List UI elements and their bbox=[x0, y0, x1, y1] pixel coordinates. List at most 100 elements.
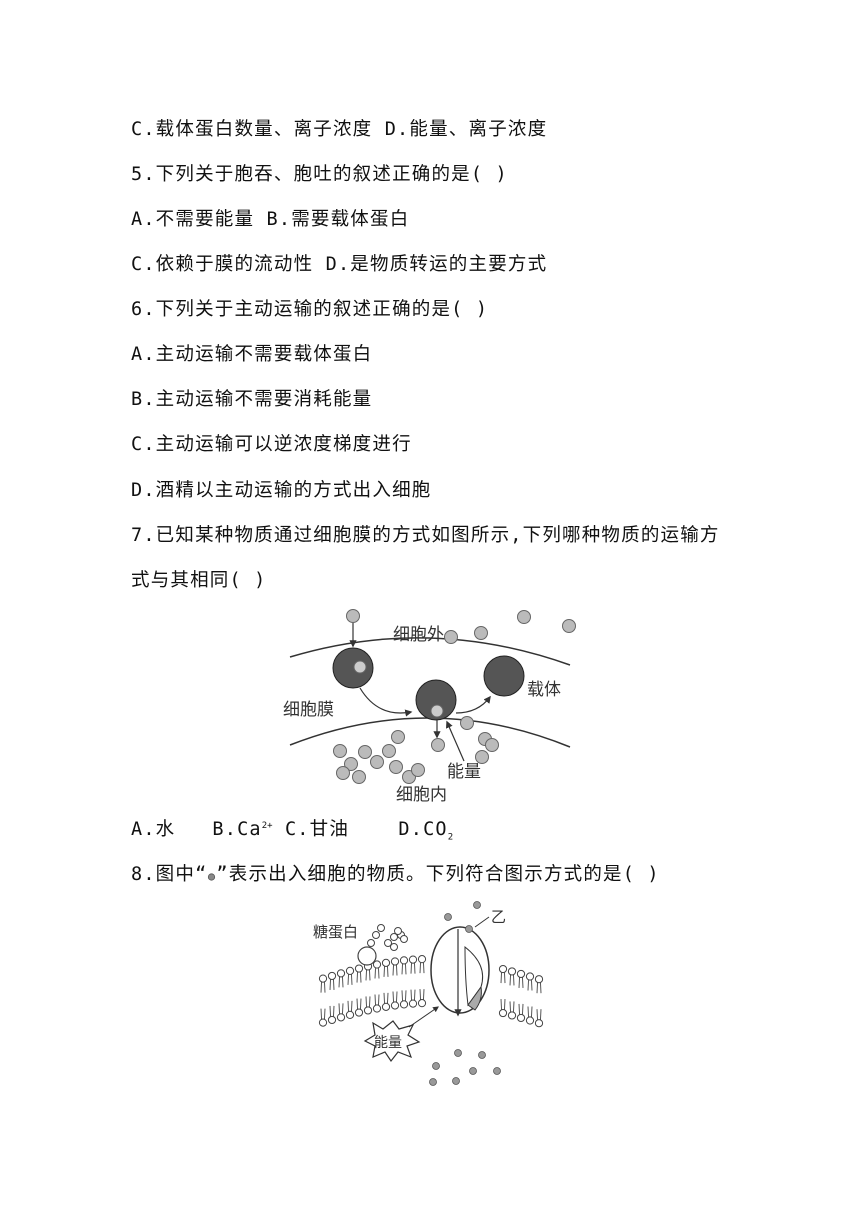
phospholipid-head-outer-tail bbox=[365, 970, 371, 981]
phospholipid-head-inner-tail bbox=[374, 994, 380, 1005]
option-line-4c-4d: C.载体蛋白数量、离子浓度 D.能量、离子浓度 bbox=[131, 119, 548, 140]
phospholipid-head-inner bbox=[534, 1019, 544, 1028]
membrane-inner-curve bbox=[289, 717, 571, 748]
phospholipid-head-inner bbox=[354, 1008, 364, 1017]
membrane-outer-curve bbox=[289, 637, 571, 666]
phospholipid-head-inner bbox=[399, 1000, 409, 1009]
label-energy-2: 能量 bbox=[374, 1035, 402, 1051]
phospholipid-head-inner-tail bbox=[527, 1006, 533, 1017]
phospholipid-head-outer bbox=[417, 955, 427, 964]
q7-option-b: B.Ca2+ bbox=[212, 819, 273, 840]
phospholipid-head-outer bbox=[507, 967, 517, 976]
phospholipid-head-inner-tail bbox=[401, 990, 407, 1001]
phospholipid-head-inner-tail bbox=[320, 1008, 326, 1020]
phospholipid-head-inner bbox=[408, 999, 418, 1008]
phospholipid-head-inner-tail bbox=[392, 991, 398, 1002]
active-transport-diagram: 细胞外 载体 细胞膜 能量 细胞内 bbox=[283, 609, 576, 805]
phospholipid-head-inner bbox=[516, 1013, 526, 1023]
phospholipid-head-outer bbox=[534, 975, 544, 984]
phospholipid-head-outer-tail bbox=[401, 963, 407, 975]
phospholipid-head-inner bbox=[390, 1001, 400, 1010]
q7-option-d: D.CO2 bbox=[398, 819, 454, 843]
phospholipid-head-outer bbox=[516, 969, 526, 979]
phospholipid-head-inner-tail bbox=[410, 989, 416, 1001]
phospholipid-head-outer bbox=[408, 955, 418, 964]
phospholipid-head-outer-tail bbox=[338, 976, 344, 988]
phospholipid-head-inner-tail bbox=[347, 1000, 353, 1012]
phospholipid-head-inner bbox=[336, 1013, 346, 1022]
phospholipid-head-inner bbox=[318, 1018, 328, 1027]
label-outside: 细胞外 bbox=[393, 625, 444, 645]
label-yi: 乙 bbox=[491, 908, 506, 926]
phospholipid-head-inner bbox=[363, 1006, 373, 1015]
phospholipid-head-inner-tail bbox=[500, 999, 506, 1010]
label-energy: 能量 bbox=[447, 762, 481, 782]
phospholipid-head-outer-tail bbox=[419, 962, 425, 974]
phospholipid-head-inner bbox=[327, 1015, 337, 1025]
label-membrane: 细胞膜 bbox=[283, 700, 334, 720]
phospholipid-head-inner-tail bbox=[365, 996, 371, 1007]
phospholipid-head-outer-tail bbox=[347, 974, 353, 985]
phospholipid-head-inner-tail bbox=[419, 989, 425, 1000]
phospholipid-head-inner-tail bbox=[518, 1003, 524, 1015]
phospholipid-head-outer-tail bbox=[509, 974, 515, 986]
phospholipid-head-outer-tail bbox=[329, 979, 335, 990]
carrier-3 bbox=[483, 655, 525, 697]
glycoprotein-ball bbox=[357, 946, 377, 966]
phospholipid-head-outer-tail bbox=[410, 963, 416, 974]
question-5-stem: 5.下列关于胞吞、胞吐的叙述正确的是( ) bbox=[131, 164, 508, 185]
carrier-1 bbox=[332, 647, 374, 689]
phospholipid-head-outer bbox=[336, 969, 346, 978]
phospholipid-head-outer bbox=[327, 971, 337, 981]
phospholipid-head-outer bbox=[318, 974, 328, 983]
phospholipid-head-inner bbox=[381, 1002, 391, 1011]
phospholipid-head-outer-tail bbox=[383, 966, 389, 977]
phospholipid-head-outer bbox=[345, 966, 355, 975]
phospholipid-head-outer-tail bbox=[392, 965, 398, 976]
phospholipid-head-outer bbox=[399, 956, 409, 965]
small-dot-icon bbox=[208, 873, 216, 881]
question-7-options: A.水 B.Ca2+ C.甘油 D.CO2 bbox=[131, 815, 453, 843]
question-7-stem-line2: 式与其相同( ) bbox=[131, 570, 267, 591]
question-6-option-c: C.主动运输可以逆浓度梯度进行 bbox=[131, 434, 412, 455]
phospholipid-head-outer bbox=[390, 957, 400, 966]
phospholipid-head-inner bbox=[372, 1004, 382, 1013]
phospholipid-head-inner-tail bbox=[509, 1001, 515, 1012]
phospholipid-head-outer-tail bbox=[356, 972, 362, 983]
phospholipid-head-outer-tail bbox=[518, 977, 524, 988]
phospholipid-head-inner-tail bbox=[356, 998, 362, 1009]
phospholipid-head-inner bbox=[525, 1016, 535, 1025]
question-7-stem-line1: 7.已知某种物质通过细胞膜的方式如图所示,下列哪种物质的运输方 bbox=[131, 525, 720, 546]
phospholipid-head-outer bbox=[381, 958, 391, 967]
phospholipid-head-outer-tail bbox=[374, 968, 380, 979]
q7-option-c: C.甘油 bbox=[284, 819, 350, 840]
label-carrier: 载体 bbox=[527, 680, 561, 700]
phospholipid-head-outer-tail bbox=[500, 972, 506, 984]
phospholipid-head-outer bbox=[498, 964, 508, 974]
membrane-protein-diagram: 糖蛋白 乙 能量 bbox=[313, 901, 544, 1086]
question-5-options-ab: A.不需要能量 B.需要载体蛋白 bbox=[131, 209, 410, 230]
label-glycoprotein: 糖蛋白 bbox=[313, 923, 358, 941]
phospholipid-head-outer-tail bbox=[527, 980, 533, 991]
question-6-option-a: A.主动运输不需要载体蛋白 bbox=[131, 344, 373, 365]
phospholipid-head-inner-tail bbox=[383, 992, 389, 1004]
label-inside: 细胞内 bbox=[396, 785, 447, 805]
question-6-option-d: D.酒精以主动运输的方式出入细胞 bbox=[131, 480, 432, 501]
phospholipid-head-inner bbox=[417, 999, 427, 1008]
question-8-stem: 8.图中“”表示出入细胞的物质。下列符合图示方式的是( ) bbox=[131, 864, 660, 885]
phospholipid-head-inner-tail bbox=[338, 1003, 344, 1014]
phospholipid-head-outer bbox=[372, 960, 382, 969]
question-6-option-b: B.主动运输不需要消耗能量 bbox=[131, 389, 373, 410]
carrier-2 bbox=[415, 679, 457, 721]
question-6-stem: 6.下列关于主动运输的叙述正确的是( ) bbox=[131, 299, 489, 320]
phospholipid-head-inner bbox=[507, 1011, 517, 1020]
phospholipid-head-inner-tail bbox=[329, 1005, 335, 1017]
phospholipid-head-outer bbox=[354, 964, 364, 973]
phospholipid-head-inner bbox=[345, 1010, 355, 1019]
question-5-options-cd: C.依赖于膜的流动性 D.是物质转运的主要方式 bbox=[131, 254, 548, 275]
phospholipid-head-inner bbox=[498, 1008, 508, 1018]
phospholipid-head-outer-tail bbox=[320, 982, 326, 993]
q7-option-a: A.水 bbox=[131, 819, 176, 840]
energy-burst bbox=[363, 1020, 421, 1063]
phospholipid-head-inner-tail bbox=[536, 1009, 542, 1020]
